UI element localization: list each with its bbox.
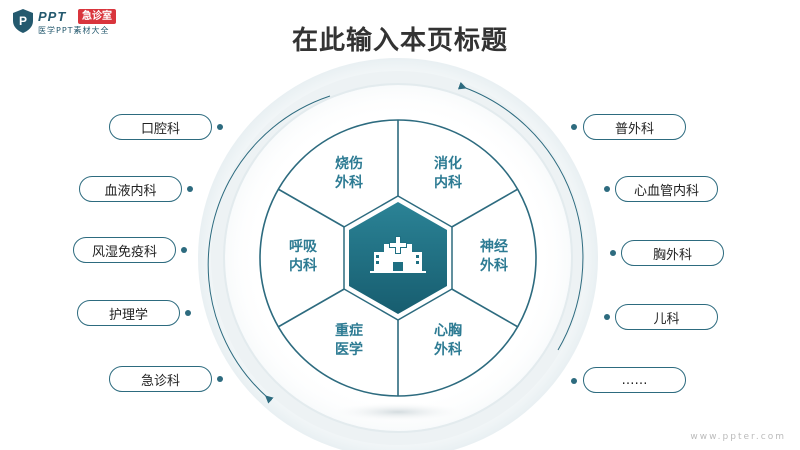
right-item-5-dot [571, 378, 577, 384]
left-item-1-dot [217, 124, 223, 130]
right-item-5[interactable]: …… [583, 367, 686, 393]
segment-dividers [277, 120, 519, 396]
page-title[interactable]: 在此输入本页标题 [291, 26, 508, 56]
hospital-icon [370, 236, 426, 273]
left-item-5[interactable]: 急诊科 [109, 366, 212, 392]
right-item-4[interactable]: 儿科 [615, 304, 718, 330]
shield-icon: P [13, 9, 33, 33]
brand-name: PPT [38, 9, 67, 24]
brand-badge: 急诊室 [78, 9, 116, 24]
brand-logo: P PPT 急诊室 医学PPT素材大全 [12, 8, 142, 38]
left-item-4-dot [185, 310, 191, 316]
left-arc [207, 95, 331, 404]
inner-halo-ring [223, 83, 573, 433]
left-item-5-dot [217, 376, 223, 382]
right-item-4-dot [604, 314, 610, 320]
right-item-1[interactable]: 普外科 [583, 114, 686, 140]
right-item-2[interactable]: 心血管内科 [615, 176, 718, 202]
outer-halo-ring [211, 71, 585, 445]
right-item-3[interactable]: 胸外科 [621, 240, 724, 266]
watermark: www.ppter.com [690, 432, 786, 442]
left-item-3[interactable]: 风湿免疫科 [73, 237, 176, 263]
left-item-2-dot [187, 186, 193, 192]
left-item-3-dot [181, 247, 187, 253]
right-item-2-dot [604, 186, 610, 192]
right-item-1-dot [571, 124, 577, 130]
segment-label-right[interactable]: 神经 外科 [480, 239, 508, 274]
brand-subtitle: 医学PPT素材大全 [38, 26, 110, 35]
left-item-4[interactable]: 护理学 [77, 300, 180, 326]
segment-label-top-right[interactable]: 消化 内科 [434, 156, 462, 191]
segment-label-bottom-left[interactable]: 重症 医学 [335, 323, 363, 358]
left-item-2[interactable]: 血液内科 [79, 176, 182, 202]
left-item-1[interactable]: 口腔科 [109, 114, 212, 140]
segment-label-bottom-right[interactable]: 心胸 外科 [434, 323, 462, 358]
segment-label-left[interactable]: 呼吸 内科 [289, 239, 317, 274]
base-shadow [328, 402, 468, 422]
right-arc [457, 81, 584, 351]
right-item-3-dot [610, 250, 616, 256]
segment-label-top-left[interactable]: 烧伤 外科 [335, 156, 363, 191]
svg-text:P: P [19, 14, 27, 28]
